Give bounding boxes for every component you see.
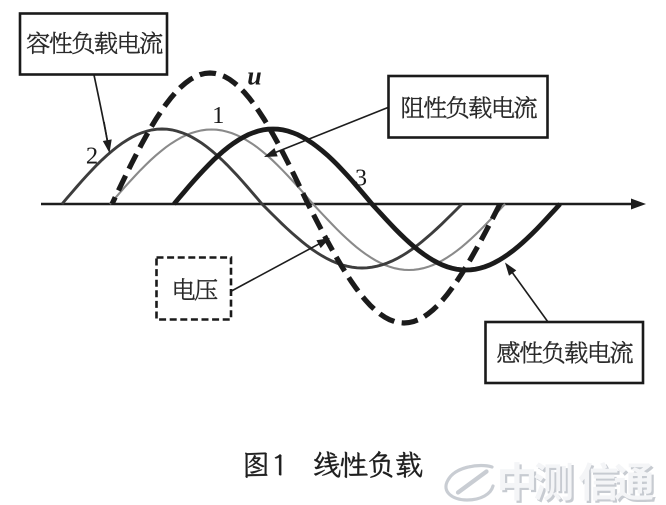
svg-text:u: u xyxy=(247,62,261,91)
svg-text:3: 3 xyxy=(355,166,367,192)
svg-text:1: 1 xyxy=(212,102,224,129)
svg-text:2: 2 xyxy=(86,143,98,170)
